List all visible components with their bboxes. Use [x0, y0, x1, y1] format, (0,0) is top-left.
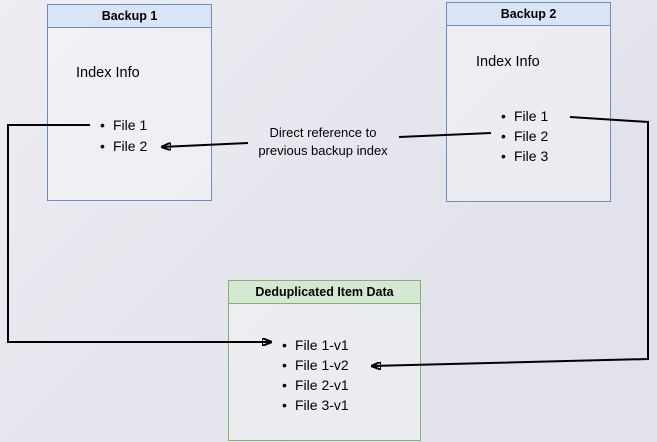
backup2-box: Backup 2 Index Info File 1 File 2 File 3 — [446, 2, 611, 202]
list-item: File 1-v2 — [282, 355, 349, 375]
direct-reference-annotation: Direct reference to previous backup inde… — [242, 124, 404, 160]
list-item: File 2-v1 — [282, 375, 349, 395]
dedup-title: Deduplicated Item Data — [229, 281, 420, 304]
backup1-title: Backup 1 — [48, 5, 211, 28]
list-item: File 2 — [100, 136, 147, 157]
backup2-file-list: File 1 File 2 File 3 — [501, 106, 548, 166]
list-item: File 1 — [501, 106, 548, 126]
backup1-index-info-label: Index Info — [76, 65, 140, 81]
backup1-box: Backup 1 Index Info File 1 File 2 — [47, 4, 212, 201]
list-item: File 3 — [501, 146, 548, 166]
list-item: File 1 — [100, 115, 147, 136]
dedup-box: Deduplicated Item Data File 1-v1 File 1-… — [228, 280, 421, 441]
list-item: File 1-v1 — [282, 335, 349, 355]
list-item: File 2 — [501, 126, 548, 146]
annotation-line1: Direct reference to — [269, 125, 377, 140]
dedup-file-list: File 1-v1 File 1-v2 File 2-v1 File 3-v1 — [282, 335, 349, 415]
backup1-file-list: File 1 File 2 — [100, 115, 147, 157]
annotation-line2: previous backup index — [258, 143, 388, 158]
backup2-index-info-label: Index Info — [476, 54, 540, 70]
backup2-title: Backup 2 — [447, 3, 610, 26]
list-item: File 3-v1 — [282, 395, 349, 415]
